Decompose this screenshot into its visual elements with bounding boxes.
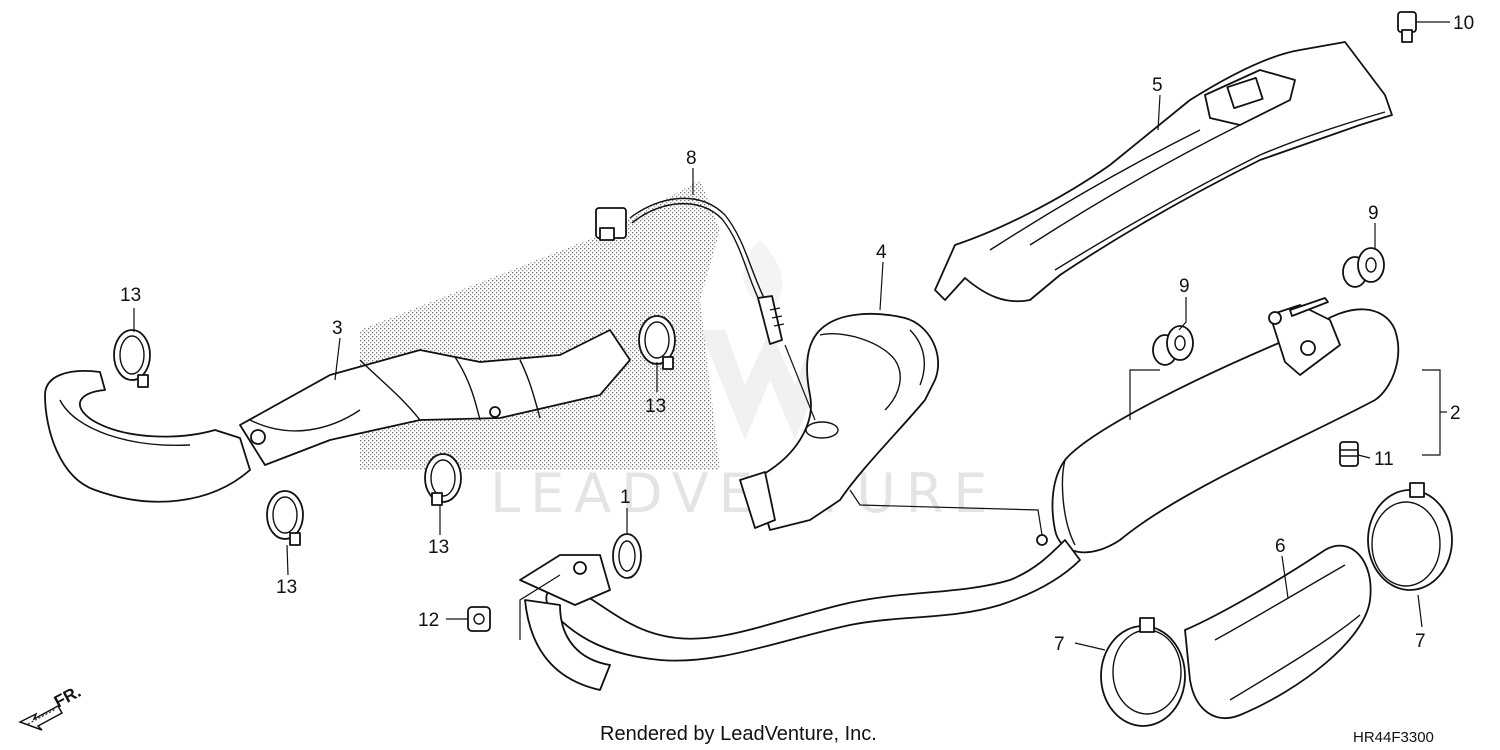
callout-12: 12	[418, 610, 439, 631]
clamp-13-c	[266, 490, 304, 546]
callout-1: 1	[620, 487, 631, 508]
part-9-grommet-a	[1152, 325, 1194, 366]
watermark-logo	[700, 240, 840, 440]
render-credit: Rendered by LeadVenture, Inc.	[600, 723, 877, 745]
part-10-bolt	[1397, 11, 1417, 43]
callout-3: 3	[332, 318, 343, 339]
callout-9-a: 9	[1179, 276, 1190, 297]
callout-5: 5	[1152, 75, 1163, 96]
part-5-muffler-cover	[934, 41, 1393, 303]
part-2-muffler	[519, 297, 1400, 691]
callout-4: 4	[876, 242, 887, 263]
clamp-13-d	[424, 453, 462, 506]
part-3-front-pipe	[44, 329, 631, 503]
callout-10: 10	[1453, 13, 1474, 34]
callout-11: 11	[1374, 449, 1394, 470]
part-4-heat-shield	[739, 312, 940, 531]
callout-7-a: 7	[1054, 634, 1065, 655]
callout-7-b: 7	[1415, 631, 1426, 652]
watermark-text: LEADVENTURE	[490, 462, 997, 525]
clamp-13-a	[113, 329, 151, 388]
callout-9-b: 9	[1368, 203, 1379, 224]
front-direction-indicator	[18, 704, 64, 731]
callout-13-c: 13	[276, 577, 297, 598]
callout-8: 8	[686, 148, 697, 169]
callout-13-d: 13	[428, 537, 449, 558]
callout-13-a: 13	[120, 285, 141, 306]
part-12-nut	[467, 606, 491, 632]
leader-lines	[133, 21, 1450, 651]
callout-2: 2	[1450, 403, 1461, 424]
part-1-gasket	[612, 533, 642, 579]
part-7-band-a	[1100, 617, 1186, 727]
part-7-band-b	[1367, 482, 1453, 591]
part-6-protector	[1184, 544, 1372, 719]
part-9-grommet-b	[1342, 247, 1385, 288]
callout-6: 6	[1275, 536, 1286, 557]
callout-13-b: 13	[645, 396, 666, 417]
diagram-code: HR44F3300	[1353, 729, 1434, 746]
part-11-plug	[1339, 441, 1359, 467]
part-8-o2-sensor	[595, 197, 785, 345]
